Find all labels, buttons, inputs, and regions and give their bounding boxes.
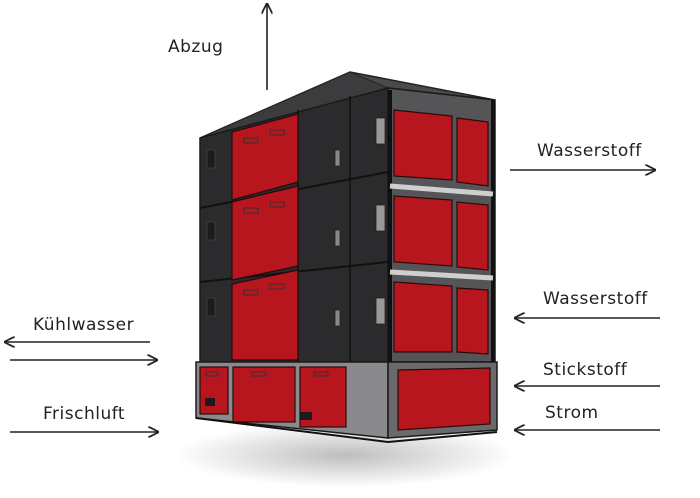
red-module [231,269,299,361]
red-module [456,201,489,271]
label-frischluft: Frischluft [43,404,126,424]
label-wasserstoff-in: Wasserstoff [543,289,648,309]
red-module [299,366,347,428]
red-module [456,287,489,355]
cabinet [195,71,498,443]
red-module-stack-left [231,113,299,361]
red-module [393,281,453,353]
flow-arrows [5,4,660,432]
red-module [393,109,453,181]
red-module-stack-right [393,109,489,355]
label-abzug: Abzug [168,37,224,57]
red-module [199,366,229,415]
red-module [397,367,491,431]
label-kuehlwasser: Kühlwasser [33,315,135,335]
red-module-stack-base [199,366,491,431]
red-module [393,195,453,267]
red-module [231,185,299,281]
label-wasserstoff-out: Wasserstoff [537,141,642,161]
red-module [232,366,296,423]
label-stickstoff: Stickstoff [543,360,628,380]
label-strom: Strom [545,403,599,423]
red-module [456,117,489,187]
